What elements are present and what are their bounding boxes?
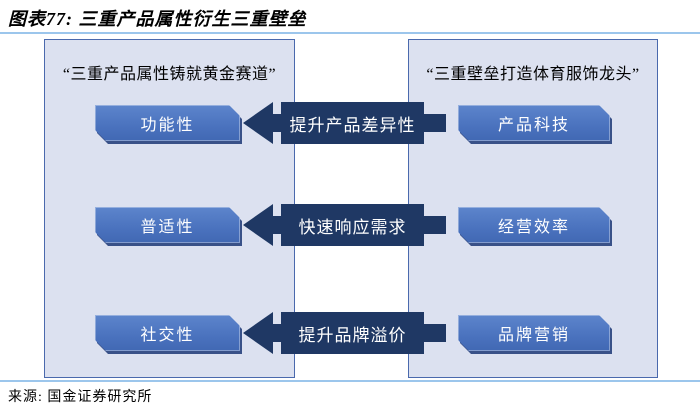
left-arrow-icon — [243, 204, 446, 246]
barrier-box-operating-efficiency: 经营效率 — [458, 207, 610, 243]
left-panel-header: “三重产品属性铸就黄金赛道” — [62, 66, 277, 83]
bottom-divider-line — [0, 380, 700, 382]
figure-title: 图表77: 三重产品属性衍生三重壁垒 — [8, 9, 307, 29]
relation-arrow-2: 快速响应需求 — [243, 204, 446, 246]
box-label: 功能性 — [95, 105, 240, 141]
barrier-box-product-tech: 产品科技 — [458, 105, 610, 141]
source-note: 来源: 国金证券研究所 — [8, 390, 153, 405]
attribute-box-functionality: 功能性 — [95, 105, 240, 141]
box-label: 产品科技 — [458, 105, 610, 141]
box-label: 社交性 — [95, 315, 240, 351]
barrier-box-brand-marketing: 品牌营销 — [458, 315, 610, 351]
arrow-label: 提升产品差异性 — [289, 115, 416, 135]
relation-arrow-1: 提升产品差异性 — [243, 102, 446, 144]
attribute-box-sociality: 社交性 — [95, 315, 240, 351]
arrow-label: 快速响应需求 — [298, 217, 407, 237]
title-divider-line — [0, 32, 700, 34]
box-label: 品牌营销 — [458, 315, 610, 351]
box-label: 普适性 — [95, 207, 240, 243]
right-panel-header: “三重壁垒打造体育服饰龙头” — [426, 66, 640, 83]
arrow-label: 提升品牌溢价 — [298, 325, 407, 345]
attribute-box-universality: 普适性 — [95, 207, 240, 243]
box-label: 经营效率 — [458, 207, 610, 243]
left-arrow-icon — [243, 102, 446, 144]
relation-arrow-3: 提升品牌溢价 — [243, 312, 446, 354]
left-arrow-icon — [243, 312, 446, 354]
